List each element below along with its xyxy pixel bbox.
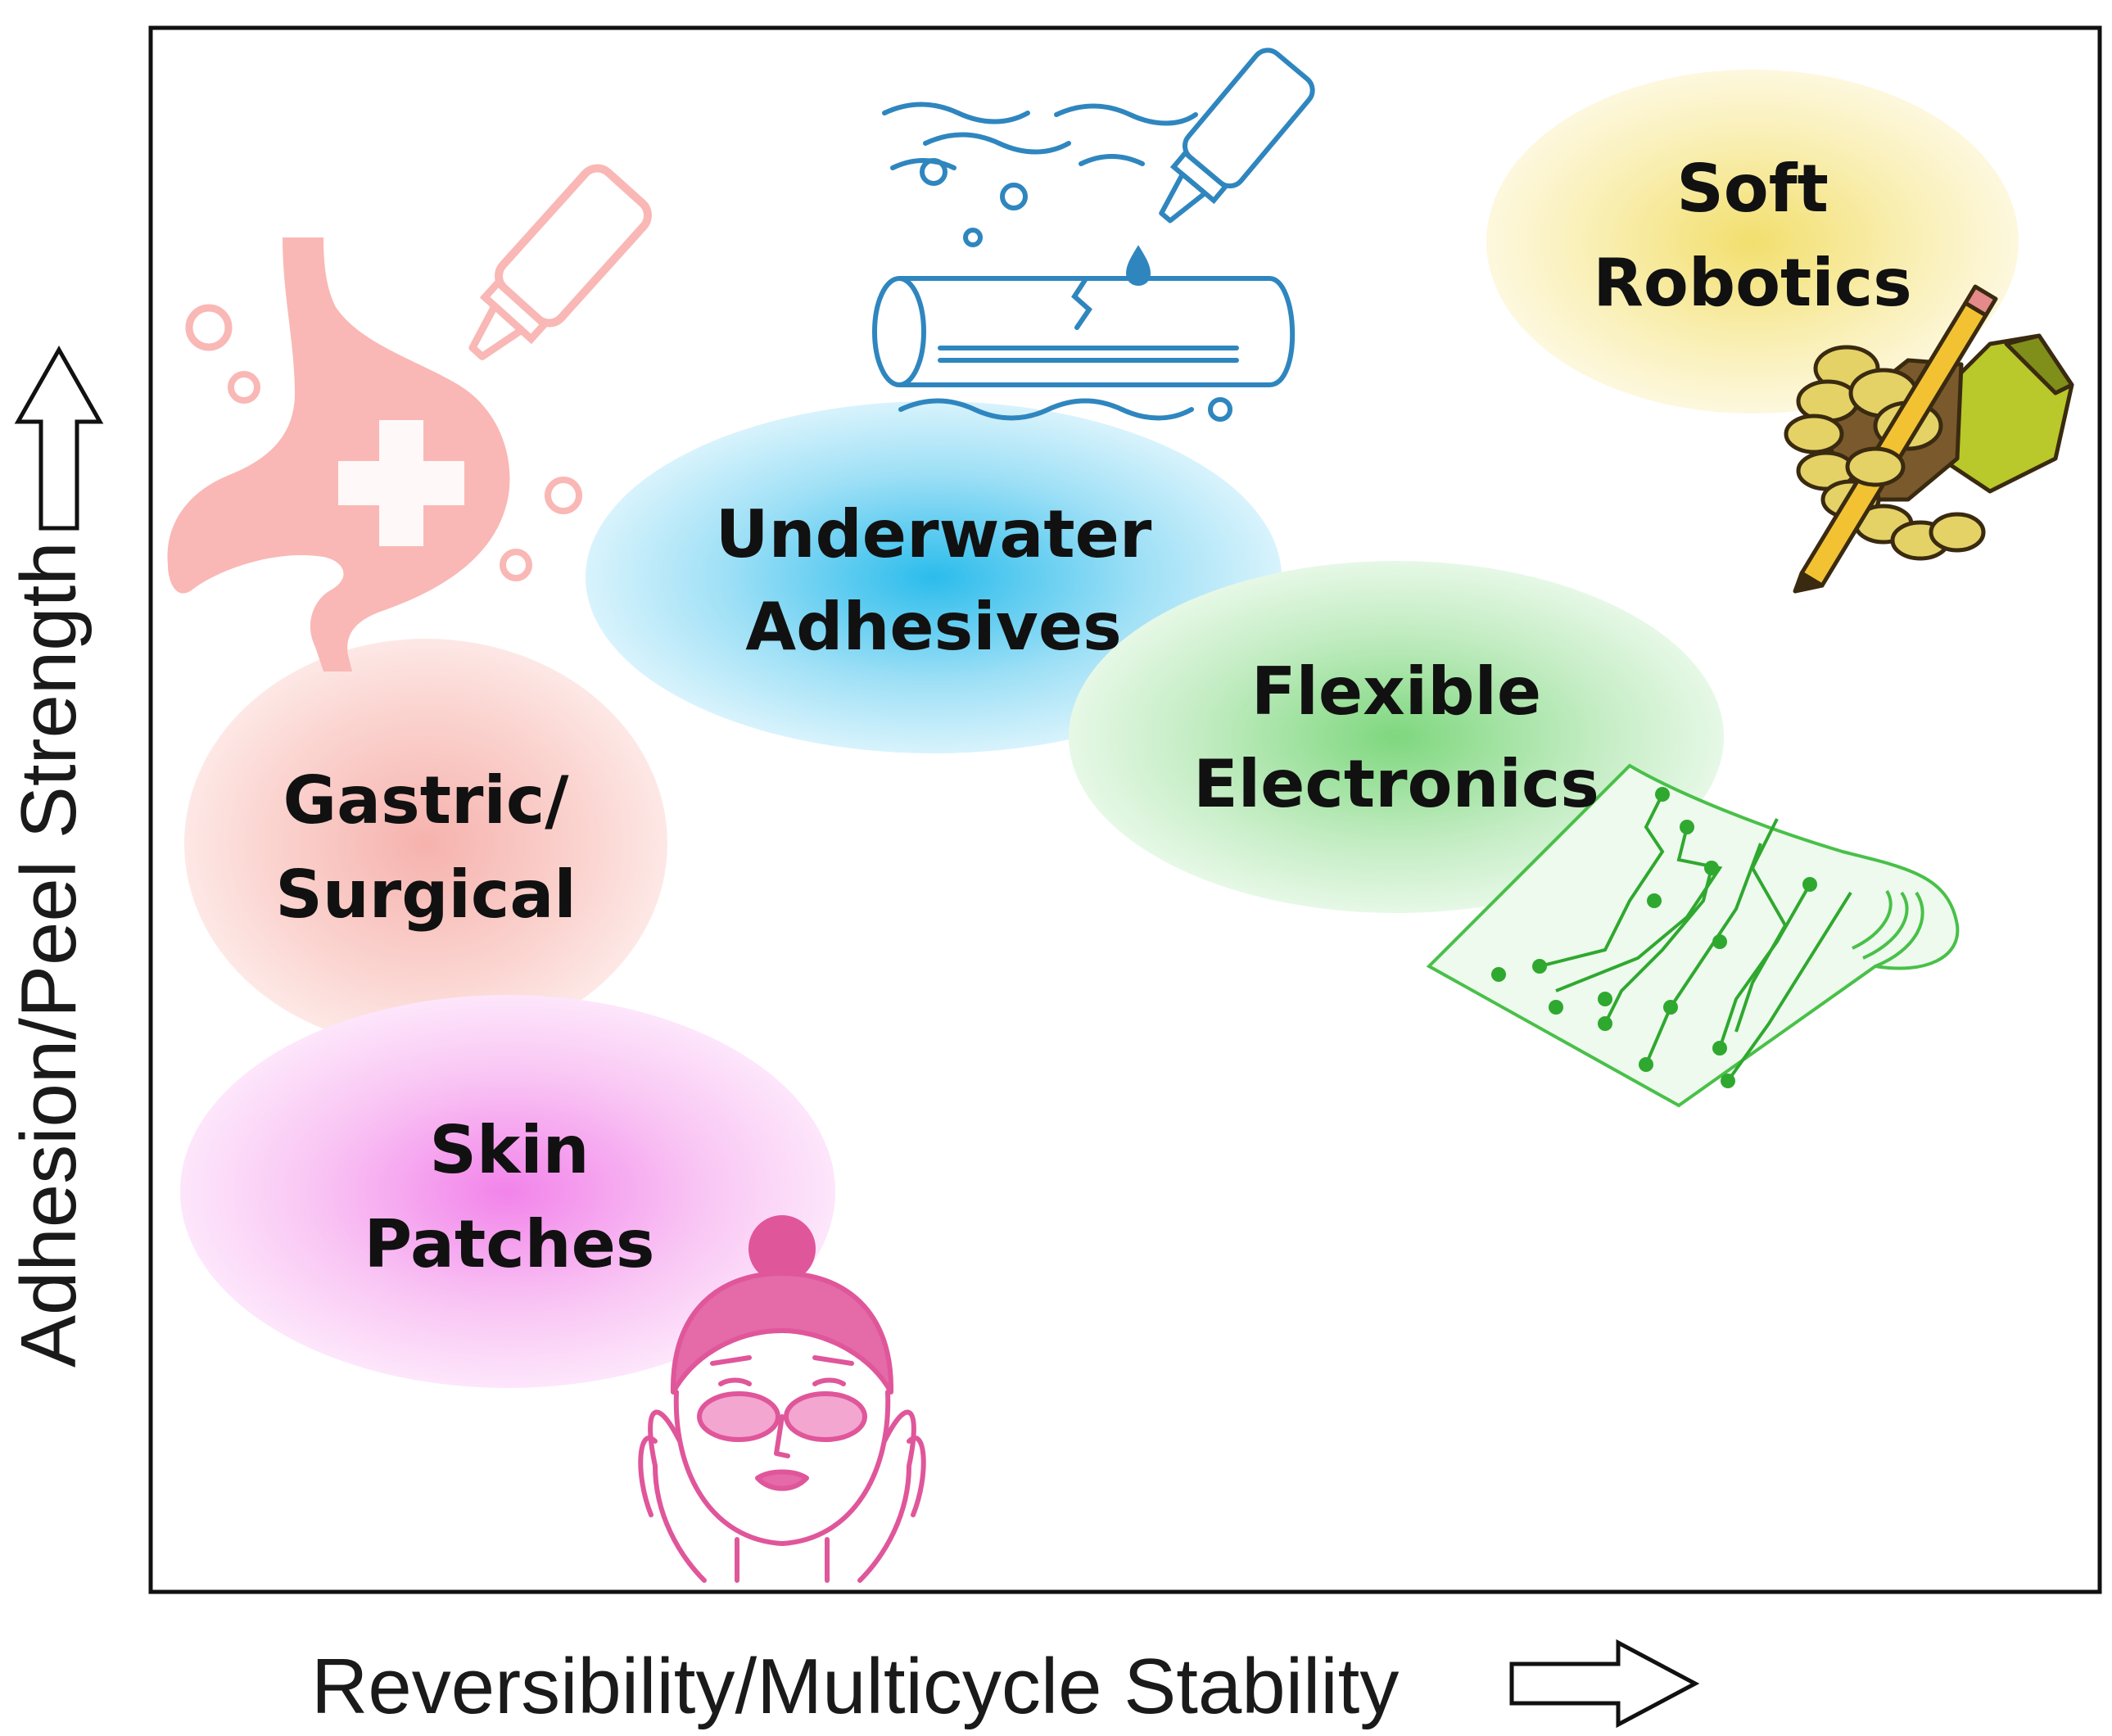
y-axis-arrow (14, 345, 104, 531)
skin-label-line1: Skin (429, 1112, 589, 1188)
x-axis-arrow (1509, 1639, 1700, 1729)
flexible-label-line1: Flexible (1251, 653, 1541, 730)
underwater-label-line2: Adhesives (745, 589, 1121, 665)
gastric-label-line1: Gastric/ (283, 762, 569, 839)
underwater-label-line1: Underwater (716, 496, 1152, 572)
pipe-glue-icon (872, 47, 1315, 422)
gastric-surgical-blob (184, 639, 667, 1048)
skin-patches-blob (180, 995, 835, 1388)
gastric-label-line2: Surgical (275, 857, 577, 933)
circuit-sheet-icon (1426, 763, 1960, 1108)
y-axis-label: Adhesion/Peel Strength (5, 541, 93, 1368)
stomach-glue-icon (167, 164, 652, 671)
flexible-electronics-blob (1069, 561, 1724, 913)
face-patch-icon (638, 1215, 926, 1583)
x-axis-label: Reversibility/Multicycle Stability (311, 1643, 1399, 1730)
skin-label-line2: Patches (364, 1206, 655, 1282)
soft-robotics-blob (1486, 70, 2019, 414)
flexible-label-line2: Electronics (1193, 746, 1599, 822)
soft-label-line1: Soft (1676, 151, 1829, 227)
plot-frame (148, 25, 2102, 1594)
soft-label-line2: Robotics (1593, 245, 1912, 321)
robot-hand-icon (1784, 284, 2074, 594)
